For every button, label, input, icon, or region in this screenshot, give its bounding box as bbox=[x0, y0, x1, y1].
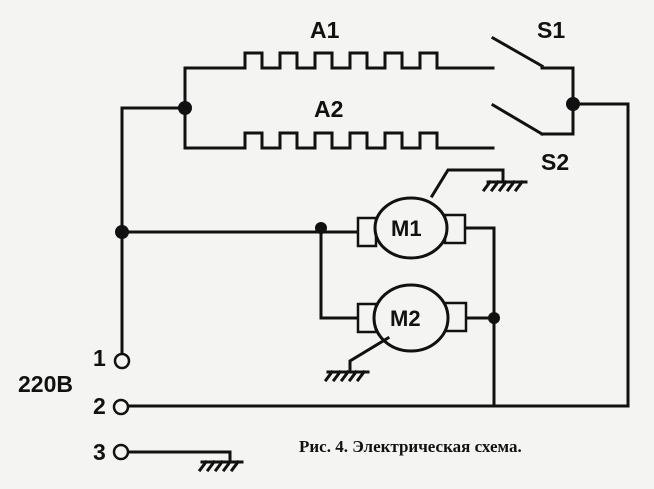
m2-ground-symbol bbox=[323, 369, 370, 383]
label-a1: A1 bbox=[310, 17, 340, 43]
motor-m1 bbox=[373, 196, 449, 260]
label-terminal-2: 2 bbox=[93, 393, 106, 419]
junction-heaters-left bbox=[178, 101, 192, 115]
wire-terminal-3 bbox=[125, 450, 232, 464]
wire-m1-right bbox=[463, 226, 496, 320]
m1-ground-symbol bbox=[481, 179, 528, 193]
wire-left-bus bbox=[120, 106, 187, 356]
junction-motor-feed bbox=[115, 225, 129, 239]
label-terminal-3: 3 bbox=[93, 439, 106, 465]
wire-a2-left bbox=[183, 106, 247, 150]
terminal-3 bbox=[112, 443, 130, 461]
label-a2: A2 bbox=[314, 96, 343, 122]
terminal-3-ground-symbol bbox=[197, 459, 244, 473]
junction-m1-m2-left bbox=[315, 222, 327, 234]
heater-a1 bbox=[243, 51, 455, 70]
switch-s1-blade bbox=[490, 35, 545, 69]
label-m2: M2 bbox=[390, 306, 421, 331]
label-s1: S1 bbox=[537, 17, 565, 43]
wire-m2-right bbox=[464, 316, 496, 408]
junction-switches-right bbox=[566, 97, 580, 111]
m1-ground-lead bbox=[429, 168, 505, 199]
wire-a1-left bbox=[183, 66, 247, 110]
terminal-1 bbox=[113, 352, 131, 370]
switch-s2-blade bbox=[490, 102, 545, 137]
label-m1: M1 bbox=[391, 216, 422, 241]
figure-caption: Рис. 4. Электрическая схема. bbox=[299, 437, 522, 456]
junction-m1-m2-right bbox=[488, 312, 500, 324]
wire-right-bus bbox=[125, 102, 630, 408]
terminal-2 bbox=[112, 398, 130, 416]
label-terminal-1: 1 bbox=[93, 345, 106, 371]
motor-m2 bbox=[372, 283, 450, 353]
label-s2: S2 bbox=[541, 149, 569, 175]
m1-left-brush bbox=[356, 216, 378, 248]
wire-s1-right bbox=[540, 66, 575, 106]
m2-ground-lead bbox=[348, 335, 391, 374]
label-voltage: 220В bbox=[18, 371, 73, 397]
wire-s2-right bbox=[540, 102, 575, 136]
wire-m2-left bbox=[319, 226, 360, 320]
heater-a2 bbox=[243, 131, 455, 150]
